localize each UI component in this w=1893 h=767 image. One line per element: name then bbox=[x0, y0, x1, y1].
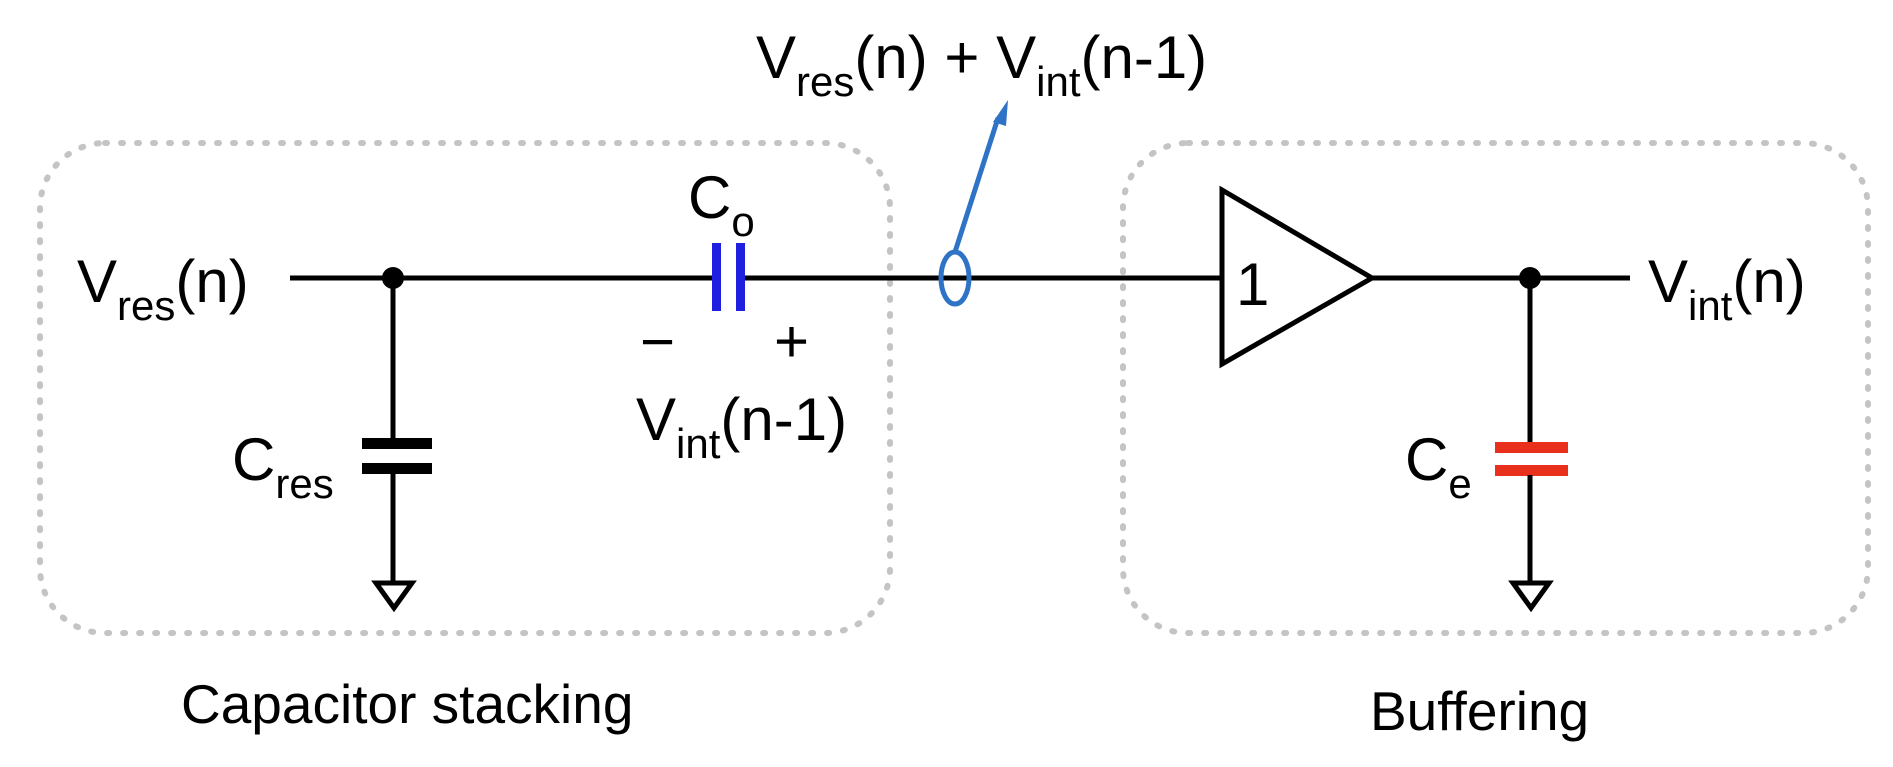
ce-label: Ce bbox=[1405, 426, 1472, 507]
capacitor-stacking-caption: Capacitor stacking bbox=[181, 673, 633, 735]
capacitor-stacking-box bbox=[37, 140, 893, 636]
ground-symbol-right bbox=[1508, 580, 1554, 613]
output-voltage-label: Vint(n) bbox=[1648, 248, 1806, 329]
co-voltage-label: Vint(n-1) bbox=[636, 386, 847, 467]
co-capacitor bbox=[712, 243, 745, 311]
co-plus-sign: + bbox=[774, 308, 809, 375]
ground-symbol-left bbox=[371, 580, 417, 613]
node-voltage-label: Vres(n) + Vint(n-1) bbox=[756, 24, 1207, 105]
buffering-box bbox=[1120, 140, 1871, 636]
co-minus-sign: − bbox=[640, 308, 675, 375]
buffer-triangle bbox=[1219, 185, 1377, 369]
buffer-gain-label: 1 bbox=[1236, 251, 1269, 318]
buffering-caption: Buffering bbox=[1370, 680, 1589, 742]
cres-capacitor bbox=[362, 278, 432, 583]
co-label: Co bbox=[688, 164, 755, 245]
input-voltage-label: Vres(n) bbox=[77, 248, 249, 329]
cres-label: Cres bbox=[232, 426, 334, 507]
probe-arrow-line bbox=[952, 117, 1001, 253]
ce-capacitor bbox=[1495, 278, 1568, 583]
probe-arrowhead bbox=[993, 100, 1008, 126]
